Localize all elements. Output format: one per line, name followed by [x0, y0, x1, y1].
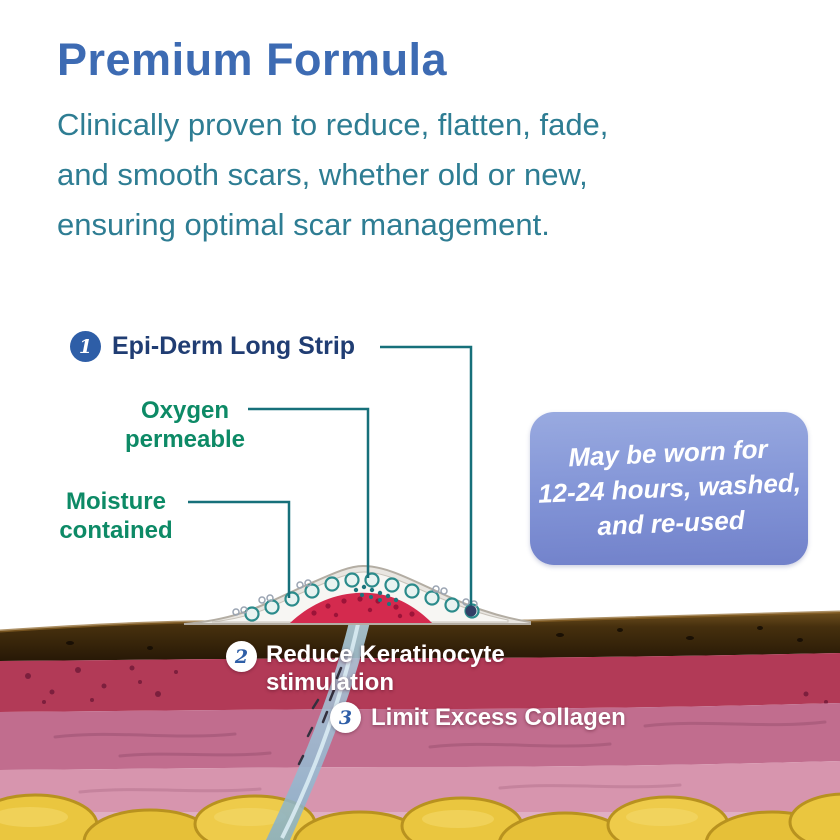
page-title: Premium Formula [57, 34, 448, 85]
step-3-label: 3 Limit Excess Collagen [330, 702, 626, 733]
oxygen-line-1: Oxygen [140, 397, 230, 424]
leader-oxygen [248, 407, 370, 578]
fat-layer [0, 792, 840, 840]
oxygen-line-2: permeable [124, 426, 246, 453]
leader-lines [188, 345, 473, 606]
skin-layer-dermis-upper [0, 653, 840, 712]
subtitle: Clinically proven to reduce, flatten, fa… [57, 100, 608, 250]
oxygen-permeable-label: Oxygen permeable [118, 396, 252, 454]
subtitle-line: ensuring optimal scar management. [57, 207, 550, 242]
wear-time-text: May be worn for 12-24 hours, washed, and… [535, 430, 802, 546]
step-1-text: Epi-Derm Long Strip [112, 332, 356, 360]
lower-dermis-striations [78, 783, 682, 794]
subtitle-line: Clinically proven to reduce, flatten, fa… [57, 107, 609, 142]
step-1-badge: 1 [70, 331, 101, 362]
scar-dots [311, 596, 415, 619]
step-3-text: Limit Excess Collagen [371, 703, 626, 731]
step-2-label: 2 Reduce Keratinocyte stimulation [226, 641, 505, 697]
leader-moisture [188, 500, 291, 598]
step-2-text: Reduce Keratinocyte stimulation [266, 641, 505, 697]
moisture-dots [353, 584, 399, 606]
collagen-beam [266, 622, 370, 840]
moisture-line-2: contained [59, 517, 173, 544]
subtitle-line: and smooth scars, whether old or new, [57, 157, 588, 192]
strip-texture [232, 579, 478, 616]
moisture-line-1: Moisture [65, 488, 166, 515]
oxygen-cells [244, 572, 480, 622]
epidermis-speckles [66, 626, 803, 650]
step-2-line-2: stimulation [266, 669, 395, 696]
fat-highlights [0, 807, 698, 828]
leader-strip [380, 345, 473, 606]
step-2-badge: 2 [226, 641, 257, 672]
leader-strip-endpoint [465, 605, 477, 617]
epiderm-strip-graphic [183, 564, 531, 625]
step-3-badge: 3 [330, 702, 361, 733]
wear-time-callout: May be worn for 12-24 hours, washed, and… [530, 412, 808, 565]
moisture-contained-label: Moisture contained [46, 487, 186, 545]
step-1-label: 1 Epi-Derm Long Strip [70, 331, 355, 362]
keratinocyte-marks [297, 666, 343, 766]
dermis-speckles [25, 665, 828, 704]
step-2-line-1: Reduce Keratinocyte [266, 641, 505, 668]
dermis-striations [53, 720, 827, 758]
